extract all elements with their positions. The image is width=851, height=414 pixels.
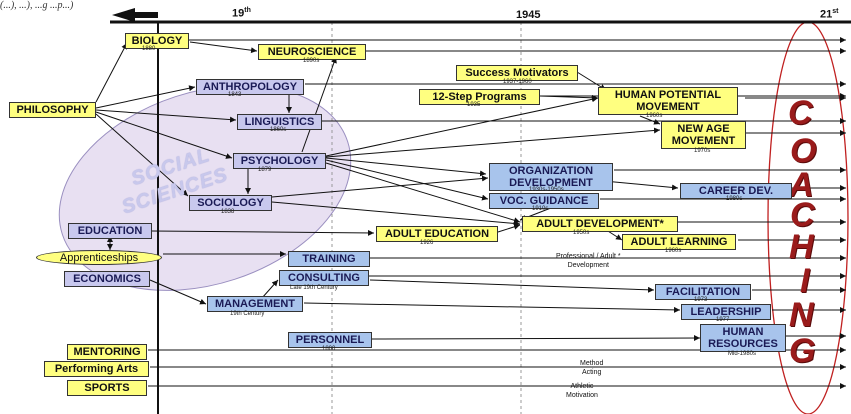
node-consulting: CONSULTING bbox=[279, 270, 369, 286]
node-adult-development: ADULT DEVELOPMENT* bbox=[522, 216, 678, 232]
timeline-back-arrow bbox=[112, 8, 158, 22]
node-leadership: LEADERSHIP bbox=[681, 304, 771, 320]
node-new-age-movement-date: 1970s bbox=[694, 148, 711, 154]
coaching-letter-3: A bbox=[789, 166, 814, 204]
node-anthropology: ANTHROPOLOGY bbox=[196, 79, 304, 95]
era-19th: 19th bbox=[232, 7, 251, 20]
coaching-letter-2: O bbox=[790, 132, 817, 170]
coaching-letter-8: G bbox=[789, 332, 816, 370]
node-philosophy: PHILOSOPHY bbox=[9, 102, 96, 118]
node-biology: BIOLOGY bbox=[125, 33, 189, 49]
node-linguistics-date: 1860s bbox=[270, 127, 287, 133]
node-personnel: PERSONNEL bbox=[288, 332, 372, 348]
node-organization-development: ORGANIZATION DEVELOPMENT bbox=[489, 163, 613, 191]
era-21st: 21st bbox=[820, 8, 839, 21]
node-adult-development-date: 1950s bbox=[573, 230, 590, 236]
note-professional-adult: Professional / Adult *Development bbox=[556, 253, 621, 269]
node-success-motivators: Success Motivators bbox=[456, 65, 578, 81]
node-management: MANAGEMENT bbox=[207, 296, 303, 312]
node-voc-guidance-date: 1910s bbox=[532, 206, 549, 212]
node-biology-date: 1880 bbox=[142, 46, 156, 52]
social-sciences-ellipse bbox=[58, 85, 352, 291]
node-adult-education: ADULT EDUCATION bbox=[376, 226, 498, 242]
node-voc-guidance: VOC. GUIDANCE bbox=[489, 193, 599, 209]
node-facilitation-date: 1973 bbox=[694, 297, 708, 303]
node-sports: SPORTS bbox=[67, 380, 147, 396]
node-leadership-date: 1977 bbox=[716, 317, 730, 323]
node-human-resources: HUMAN RESOURCES bbox=[700, 324, 786, 352]
node-human-potential-movement-date: 1960s bbox=[646, 113, 663, 119]
era-1945: 1945 bbox=[516, 9, 541, 21]
node-career-dev: CAREER DEV. bbox=[680, 183, 792, 199]
node-education: EDUCATION bbox=[68, 223, 152, 239]
node-12-step-programs-date: 1935 bbox=[467, 102, 481, 108]
node-human-potential-movement: HUMAN POTENTIAL MOVEMENT bbox=[598, 87, 738, 115]
node-neuroscience-date: 1890s bbox=[303, 58, 320, 64]
node-sociology: SOCIOLOGY bbox=[189, 195, 272, 211]
node-apprenticeships: Apprenticeships bbox=[36, 250, 162, 265]
coaching-letter-6: I bbox=[800, 262, 810, 300]
node-sociology-date: 1838 bbox=[221, 209, 235, 215]
node-human-resources-date: Mid-1980s bbox=[728, 351, 757, 357]
node-linguistics: LINGUISTICS bbox=[237, 114, 322, 130]
node-anthropology-date: 1843 bbox=[228, 92, 242, 98]
node-neuroscience: NEUROSCIENCE bbox=[258, 44, 366, 60]
node-adult-learning-date: 1960s bbox=[665, 248, 682, 254]
node-economics: ECONOMICS bbox=[64, 271, 150, 287]
node-facilitation: FACILITATION bbox=[655, 284, 751, 300]
node-12-step-programs: 12-Step Programs bbox=[419, 89, 540, 105]
node-consulting-date: Late 19th Century bbox=[290, 285, 338, 291]
header-partial-text: (...), ...), ...g ...p...) bbox=[0, 0, 74, 11]
node-new-age-movement: NEW AGE MOVEMENT bbox=[661, 121, 746, 149]
node-personnel-date: 1800 bbox=[322, 346, 336, 352]
node-organization-development-date: 1930s-1950s bbox=[529, 187, 564, 193]
node-training: TRAINING bbox=[288, 251, 370, 267]
node-mentoring: MENTORING bbox=[67, 344, 147, 360]
node-career-dev-date: 1980s bbox=[726, 196, 743, 202]
coaching-letter-1: C bbox=[788, 94, 813, 132]
node-management-date: 19th Century bbox=[230, 311, 265, 317]
node-psychology: PSYCHOLOGY bbox=[233, 153, 326, 169]
node-success-motivators-date: 1937-1960 bbox=[503, 79, 532, 85]
coaching-letter-4: C bbox=[790, 196, 815, 234]
node-adult-learning: ADULT LEARNING bbox=[622, 234, 736, 250]
node-psychology-date: 1879 bbox=[258, 167, 272, 173]
coaching-letter-7: N bbox=[789, 296, 814, 334]
node-performing-arts: Performing Arts bbox=[44, 361, 149, 377]
node-adult-education-date: 1926 bbox=[420, 240, 434, 246]
coaching-letter-5: H bbox=[789, 228, 814, 266]
